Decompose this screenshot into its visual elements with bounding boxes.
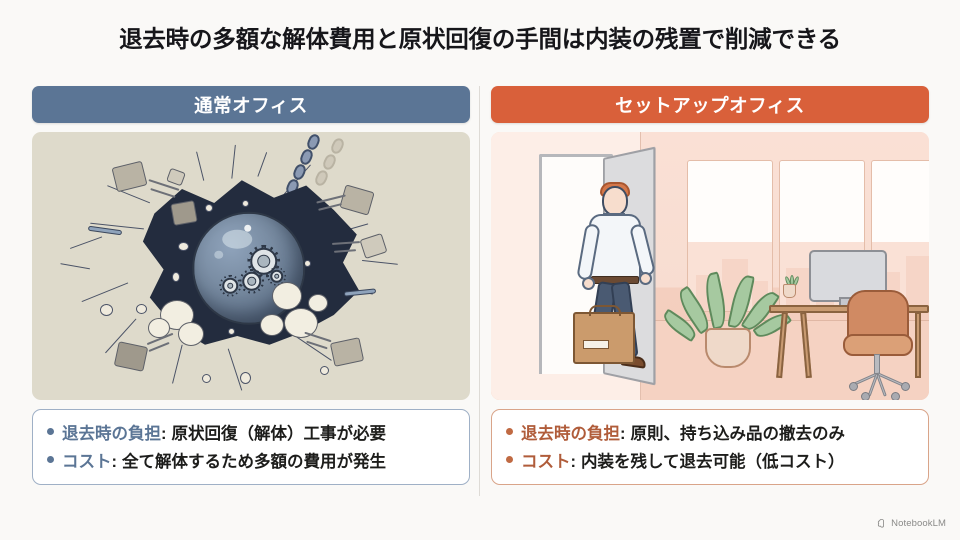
chair-caster [861,392,870,400]
bullet-label: コスト [62,453,112,471]
desk-leg [915,312,921,378]
gear-icon [219,274,242,297]
crack-line [231,144,237,179]
notebooklm-spiral-icon [878,518,885,528]
plant-pot [705,328,751,368]
bullet-text: 原則、持ち込み品の撤去のみ [630,425,846,443]
office-chair-seat [843,334,913,356]
panel-setup-office: セットアップオフィス [491,86,929,485]
motion-streak [150,188,176,198]
gear-teeth [219,274,242,297]
page-title: 退去時の多額な解体費用と原状回復の手間は内装の残置で削減できる [119,26,841,52]
bullet-text: 内装を残して退去可能（低コスト） [581,453,845,471]
gear-teeth [267,266,287,286]
box-handle [589,305,621,316]
debris-pebble [205,204,213,212]
flying-rock [339,184,375,216]
crack-line [171,344,183,384]
gear-teeth [239,268,265,294]
debris-pebble [202,374,211,383]
list-item: 退去時の負担 : 原則、持ち込み品の撤去のみ [506,420,928,448]
gear-icon [239,268,265,294]
dust-puff [260,314,284,336]
dust-puff [308,294,328,312]
flying-rock [329,337,365,367]
chair-caster [849,382,858,391]
debris-pebble [136,304,147,314]
office-window [687,160,773,312]
bullet-label: 退去時の負担 [521,425,620,443]
bullet-dot-icon [506,428,513,435]
skyline-building [906,255,929,311]
bullets-normal-office: 退去時の負担 : 原状回復（解体）工事が必要 コスト : 全て解体するため多額の… [32,409,470,485]
bullet-text: 原状回復（解体）工事が必要 [171,425,387,443]
debris-pebble [178,242,189,251]
bullet-dot-icon [47,456,54,463]
bullet-dot-icon [47,428,54,435]
cardboard-box [573,305,635,364]
crack-line [196,151,205,181]
bullet-label: 退去時の負担 [62,425,161,443]
crack-line [227,348,243,391]
debris-pebble [228,328,235,335]
ball-speck [244,224,252,232]
crack-line [257,152,268,177]
debris-pebble [100,304,113,316]
debris-pebble [242,200,249,207]
flying-rock [113,341,149,372]
flying-rock [111,160,148,193]
bullet-dot-icon [506,456,513,463]
box-label [583,340,609,349]
person-hand-back [639,272,652,285]
bullet-text: 全て解体するため多額の費用が発生 [122,453,386,471]
debris-pebble [240,372,251,384]
watermark-label: NotebookLM [891,518,946,529]
gear-icon [267,266,287,286]
list-item: コスト : 内装を残して退去可能（低コスト） [506,448,928,476]
bullet-separator: : [161,425,167,443]
bullet-separator: : [620,425,626,443]
panel-divider [479,86,480,496]
chair-caster [901,382,910,391]
person-leaving-furnished-office-illustration [491,132,929,400]
flying-rock [359,232,388,260]
mini-plant [783,284,796,298]
panel-header-setup-office: セットアップオフィス [491,86,929,123]
person-head [602,186,628,216]
crack-line [361,260,398,266]
person-hand-front [582,277,595,290]
wrecking-ball-demolition-illustration [32,132,470,400]
motion-streak [148,341,170,352]
dust-puff [284,308,318,338]
list-item: 退去時の負担 : 原状回復（解体）工事が必要 [47,420,469,448]
debris-pebble [172,272,180,282]
flying-rock [170,200,198,226]
crack-line [81,282,129,303]
chair-caster [891,392,900,400]
panel-normal-office: 通常オフィス [32,86,470,485]
office-chair-post [874,354,880,374]
panel-header-normal-office: 通常オフィス [32,86,470,123]
ball-highlight [222,230,253,250]
list-item: コスト : 全て解体するため多額の費用が発生 [47,448,469,476]
flying-rock [166,167,186,187]
crack-line [60,262,91,270]
chain-link-shadow [329,136,346,156]
bullet-separator: : [111,453,118,471]
wrecking-ball [192,211,306,325]
ball-highlight [213,250,223,259]
rebar [87,225,123,236]
bullets-setup-office: 退去時の負担 : 原則、持ち込み品の撤去のみ コスト : 内装を残して退去可能（… [491,409,929,485]
debris-pebble [320,366,329,375]
dust-puff [178,322,204,346]
bullet-label: コスト [521,453,571,471]
notebooklm-watermark: NotebookLM [876,518,946,529]
dust-puff [272,282,302,310]
chain-link-shadow [313,168,330,188]
chain-link-shadow [321,152,338,172]
crack-line [69,236,103,249]
bullet-separator: : [570,453,577,471]
